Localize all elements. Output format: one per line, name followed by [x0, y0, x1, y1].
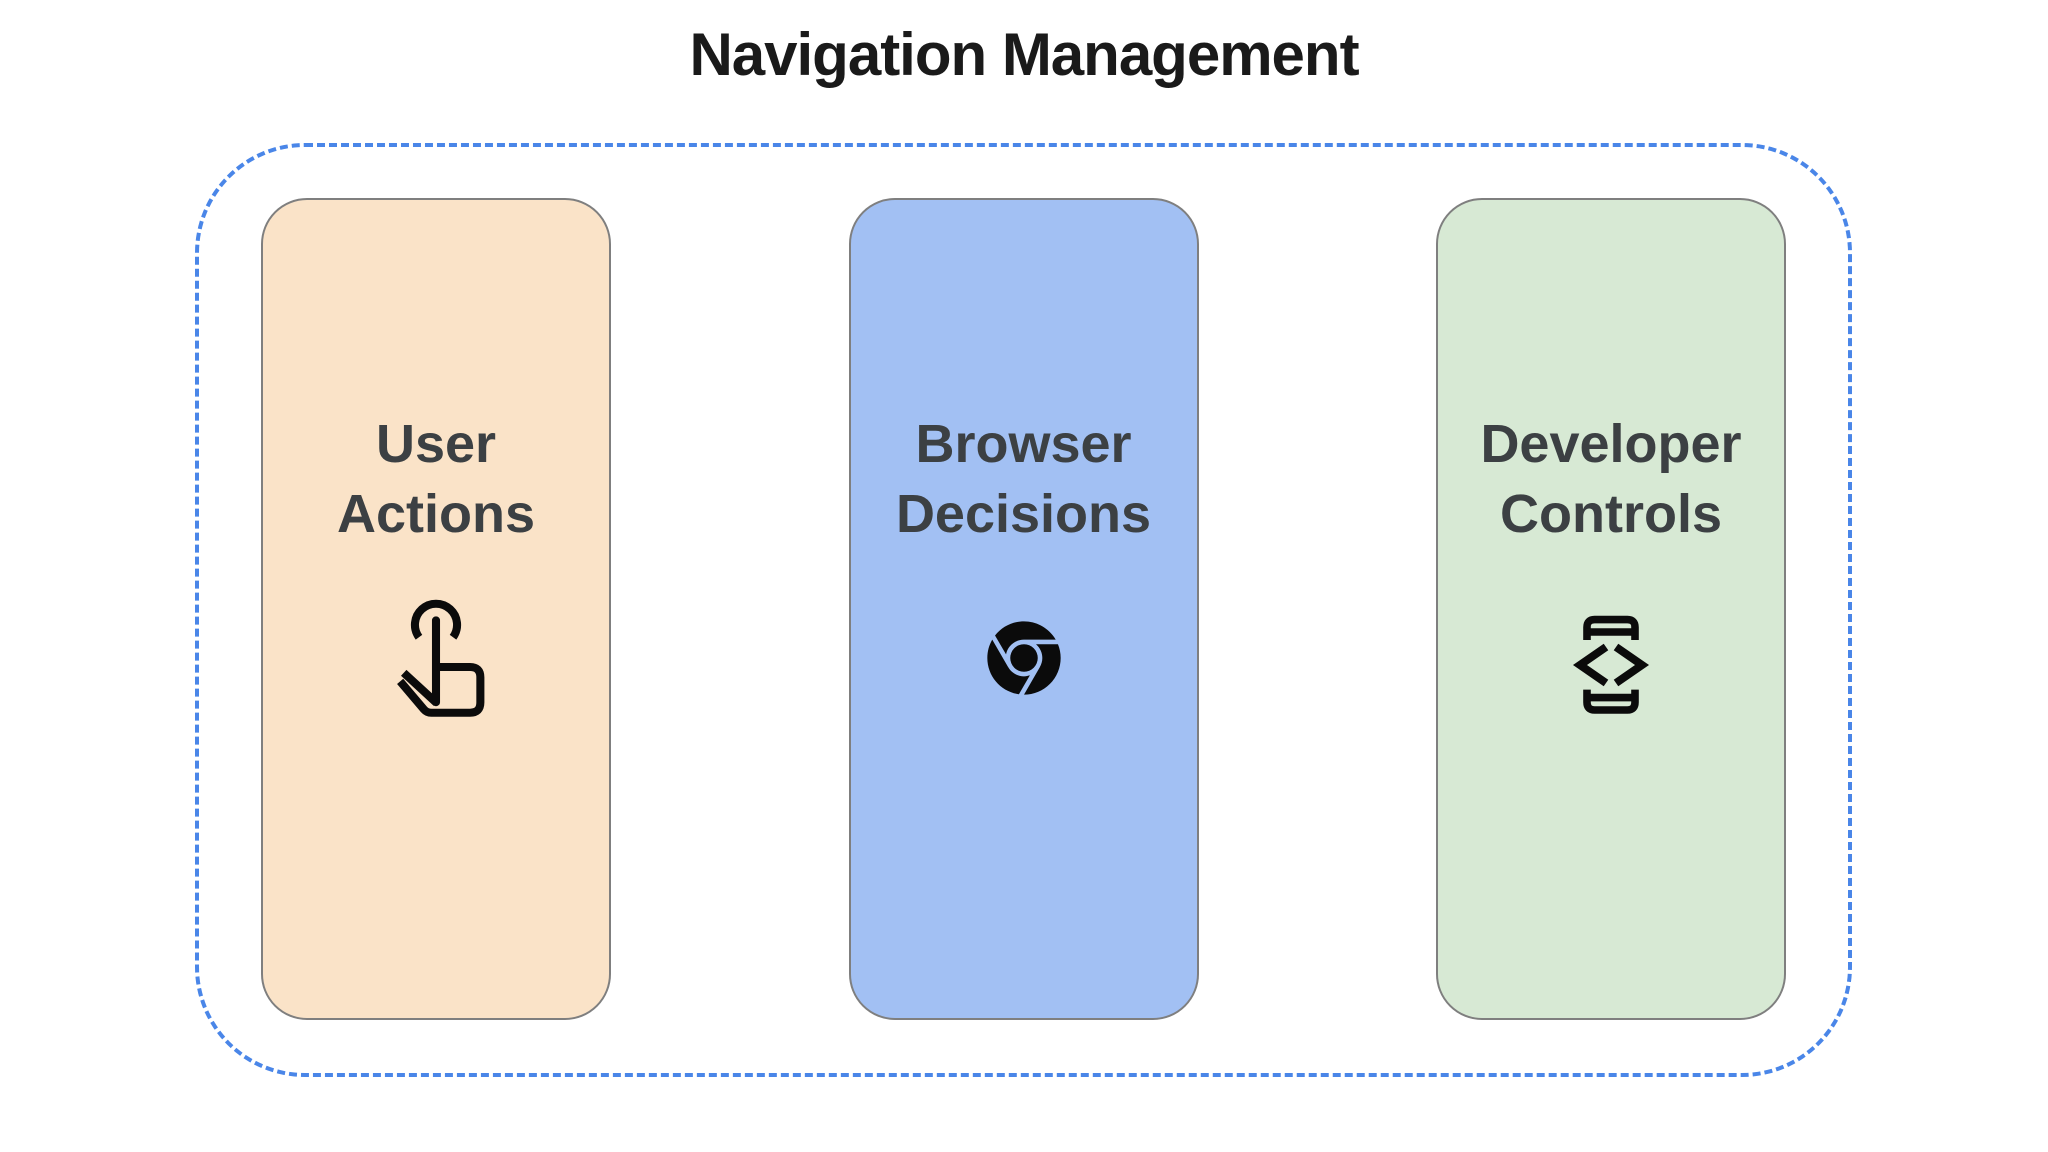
developer-mode-icon — [1563, 595, 1659, 721]
card-label: Developer Controls — [1480, 413, 1742, 544]
card-browser-decisions: Browser Decisions — [848, 198, 1199, 1020]
card-label: User Actions — [336, 413, 536, 544]
card-label: Browser Decisions — [895, 413, 1152, 544]
chrome-browser-icon — [969, 595, 1079, 721]
navigation-management-boundary: User Actions Browser Decisions Develo — [195, 143, 1852, 1077]
card-user-actions: User Actions — [261, 198, 611, 1020]
page-title: Navigation Management — [689, 21, 1359, 88]
touch-gesture-icon — [382, 595, 490, 721]
card-developer-controls: Developer Controls — [1436, 198, 1786, 1020]
